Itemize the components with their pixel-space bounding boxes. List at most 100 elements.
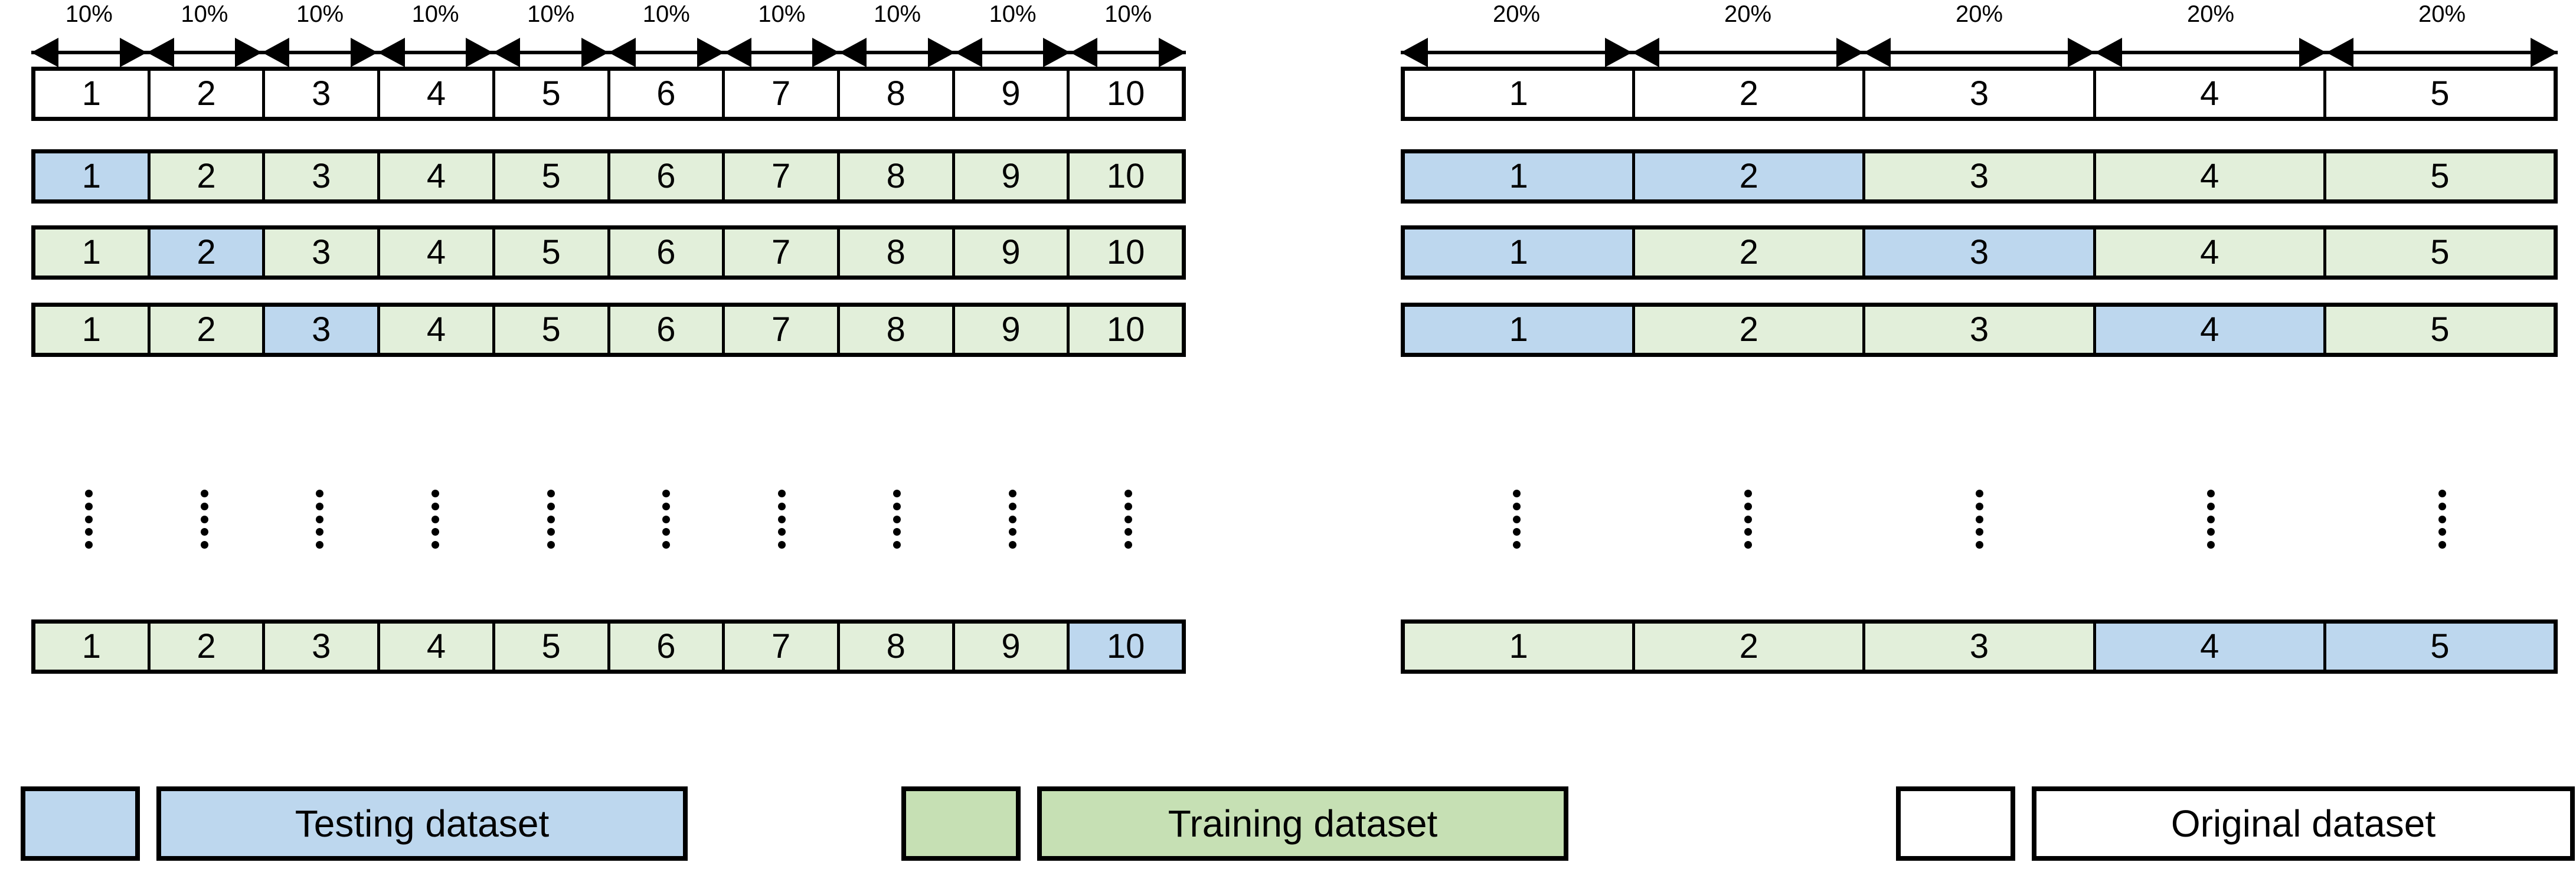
ellipsis-dot [2206, 515, 2215, 523]
scale-percent-label: 10% [873, 1, 921, 27]
ellipsis-dot [547, 528, 555, 536]
scale-line [839, 51, 955, 54]
arrow-left-icon [377, 38, 405, 67]
fold-cell-orig: 1 [35, 71, 151, 117]
fold-cell-train: 3 [265, 229, 381, 276]
ellipsis-dot [2206, 528, 2215, 536]
fold-cell-train: 4 [2096, 153, 2326, 199]
arrow-right-icon [1043, 38, 1071, 67]
scale-percent-label: 10% [758, 1, 806, 27]
scale-line [31, 51, 147, 54]
fold-cell-train: 10 [1070, 229, 1182, 276]
fold-cell-train: 5 [2326, 229, 2554, 276]
fold-cell-train: 5 [495, 307, 610, 353]
ellipsis-dot [1744, 515, 1752, 523]
scale-line [1070, 51, 1186, 54]
ellipsis-dot [85, 515, 93, 523]
arrow-right-icon [235, 38, 263, 67]
ellipsis-dot [1512, 490, 1521, 497]
vertical-ellipsis-icon [1401, 490, 1632, 549]
legend: Testing dataset Training dataset Origina… [0, 786, 2576, 861]
fold-cell-train: 7 [725, 153, 840, 199]
ellipsis-dot [431, 541, 440, 549]
ellipsis-dot [662, 528, 671, 536]
fold-cell-orig: 5 [495, 71, 610, 117]
ellipsis-dot [1124, 541, 1132, 549]
scale-line [1401, 51, 1632, 54]
scale-segment: 10% [146, 0, 263, 67]
fold-cell-train: 6 [610, 229, 725, 276]
arrow-right-icon [1158, 38, 1186, 67]
fold-cell-train: 9 [954, 153, 1070, 199]
fold-cell-orig: 2 [150, 71, 266, 117]
ellipsis-dot [1975, 515, 1983, 523]
scale-segment: 10% [724, 0, 840, 67]
ellipsis-dot [2438, 541, 2446, 549]
ellipsis-dot [1009, 502, 1017, 510]
ellipsis-dot [1512, 528, 1521, 536]
scale-segment: 20% [2095, 0, 2326, 67]
scale-segment: 10% [31, 0, 147, 67]
ellipsis-dot [547, 490, 555, 497]
ellipsis-dot [777, 541, 786, 549]
fold-cell-test: 3 [1865, 229, 2096, 276]
legend-swatch-original [1896, 786, 2015, 861]
ellipsis-dot [1744, 502, 1752, 510]
fold-cell-test: 2 [150, 229, 266, 276]
arrow-left-icon [2095, 38, 2122, 67]
ellipsis-dot [1124, 528, 1132, 536]
fold-cell-train: 4 [380, 307, 495, 353]
ellipsis-dot [893, 515, 901, 523]
fold-cell-train: 8 [839, 307, 955, 353]
arrow-right-icon [1605, 38, 1632, 67]
ellipsis-dot [893, 528, 901, 536]
ellipsis-dot [316, 502, 324, 510]
vertical-ellipsis-icon [31, 490, 147, 549]
ellipsis-dot [200, 515, 208, 523]
ellipsis-dot [1009, 528, 1017, 536]
ellipsis-dot [1975, 490, 1983, 497]
fold-cell-test: 1 [1405, 153, 1636, 199]
fold-cell-train: 1 [35, 307, 151, 353]
fold-cell-train: 2 [150, 624, 266, 670]
ellipsis-dot [431, 528, 440, 536]
fold-cell-train: 4 [380, 624, 495, 670]
arrow-right-icon [812, 38, 840, 67]
scale-percent-label: 10% [296, 1, 344, 27]
ellipsis-dot [547, 515, 555, 523]
ellipsis-dot [1124, 515, 1132, 523]
legend-item-training: Training dataset [901, 786, 1568, 861]
fold-cell-train: 10 [1070, 307, 1182, 353]
scale-segment: 10% [493, 0, 609, 67]
scale-percent-label: 20% [1955, 1, 2003, 27]
vertical-ellipsis-icon [609, 490, 724, 549]
vertical-ellipsis-icon [1864, 490, 2095, 549]
ellipsis-dot [662, 541, 671, 549]
fold-cell-train: 6 [610, 153, 725, 199]
fold-cell-train: 1 [35, 229, 151, 276]
ellipsis-dot [2438, 528, 2446, 536]
arrow-left-icon [31, 38, 58, 67]
scale-strip-left: 10%10%10%10%10%10%10%10%10%10% [31, 0, 1186, 67]
arrow-right-icon [2531, 38, 2558, 67]
arrow-left-icon [493, 38, 521, 67]
ellipsis-dot [777, 490, 786, 497]
ellipsis-dot [2438, 490, 2446, 497]
fold-cell-train: 2 [1635, 624, 1866, 670]
arrow-right-icon [2299, 38, 2326, 67]
scale-percent-label: 10% [1104, 1, 1152, 27]
vertical-ellipsis-icon [493, 490, 609, 549]
arrow-left-icon [262, 38, 290, 67]
fold-cell-train: 3 [1865, 624, 2096, 670]
ellipsis-dot [1009, 490, 1017, 497]
ellipsis-dot [662, 502, 671, 510]
fold-cell-orig: 2 [1635, 71, 1866, 117]
legend-label-testing: Testing dataset [156, 786, 688, 861]
